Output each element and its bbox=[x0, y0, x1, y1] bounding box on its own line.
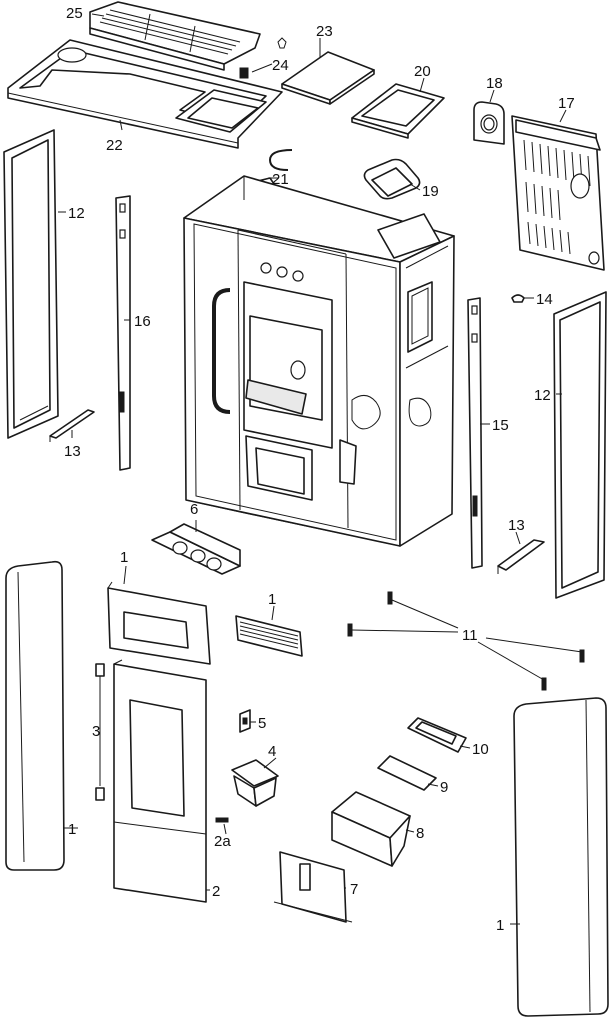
label-1-top-panel: 1 bbox=[120, 549, 128, 566]
part-labels: 25 22 23 24 20 18 17 21 19 12 16 14 12 1… bbox=[64, 5, 575, 934]
part-4-ash-tray bbox=[231, 759, 279, 807]
label-13-left: 13 bbox=[64, 443, 81, 460]
part-15-strip bbox=[467, 297, 483, 569]
label-2a: 2a bbox=[214, 833, 231, 850]
part-13-left-bracket bbox=[49, 409, 95, 442]
stove-main-body bbox=[183, 175, 455, 547]
label-1-left-column: 1 bbox=[68, 821, 76, 838]
label-16: 16 bbox=[134, 313, 151, 330]
part-16-strip bbox=[115, 195, 131, 471]
part-12-left-side-panel bbox=[3, 129, 59, 439]
part-2a-screw bbox=[215, 817, 229, 823]
part-17-rear-panel bbox=[511, 115, 605, 271]
label-25: 25 bbox=[66, 5, 83, 22]
part-13-right-bracket bbox=[497, 539, 545, 574]
label-2: 2 bbox=[212, 883, 220, 900]
label-17: 17 bbox=[558, 95, 575, 112]
part-23-panel bbox=[281, 51, 375, 105]
part-7-panel bbox=[273, 851, 353, 923]
leader-lines bbox=[58, 13, 583, 925]
part-14-clip bbox=[511, 294, 525, 303]
label-22: 22 bbox=[106, 137, 123, 154]
label-12-right: 12 bbox=[534, 387, 551, 404]
label-23: 23 bbox=[316, 23, 333, 40]
part-8-box bbox=[331, 791, 411, 867]
label-12-left: 12 bbox=[68, 205, 85, 222]
part-1-front-top-panel bbox=[107, 581, 211, 665]
part-5-latch bbox=[239, 709, 251, 733]
part-1-grille bbox=[235, 615, 303, 657]
part-20-frame bbox=[351, 83, 445, 139]
label-5: 5 bbox=[258, 715, 266, 732]
part-1-left-column bbox=[5, 560, 65, 871]
label-11: 11 bbox=[462, 627, 478, 644]
label-3: 3 bbox=[92, 723, 100, 740]
label-20: 20 bbox=[414, 63, 431, 80]
part-25-top-grille bbox=[89, 1, 261, 71]
part-6-bracket bbox=[151, 523, 241, 575]
part-18-flue-plate bbox=[473, 101, 505, 145]
label-14: 14 bbox=[536, 291, 553, 308]
label-8: 8 bbox=[416, 825, 424, 842]
label-7: 7 bbox=[350, 881, 358, 898]
label-9: 9 bbox=[440, 779, 448, 796]
label-13-right: 13 bbox=[508, 517, 525, 534]
part-10-frame bbox=[407, 717, 467, 753]
label-6: 6 bbox=[190, 501, 198, 518]
part-22-top-frame bbox=[7, 39, 283, 149]
label-18: 18 bbox=[486, 75, 503, 92]
part-24-clip bbox=[239, 37, 287, 79]
label-19: 19 bbox=[422, 183, 439, 200]
label-10: 10 bbox=[472, 741, 489, 758]
part-1-right-column bbox=[513, 697, 609, 1017]
label-1-right-column: 1 bbox=[496, 917, 504, 934]
part-19-gasket bbox=[363, 158, 421, 200]
part-12-right-side-panel bbox=[553, 291, 607, 599]
label-4: 4 bbox=[268, 743, 276, 760]
part-2-door bbox=[113, 659, 207, 903]
label-15: 15 bbox=[492, 417, 509, 434]
label-24: 24 bbox=[272, 57, 289, 74]
label-1-grille: 1 bbox=[268, 591, 276, 608]
part-9-plate bbox=[377, 755, 437, 791]
label-21: 21 bbox=[272, 171, 289, 188]
